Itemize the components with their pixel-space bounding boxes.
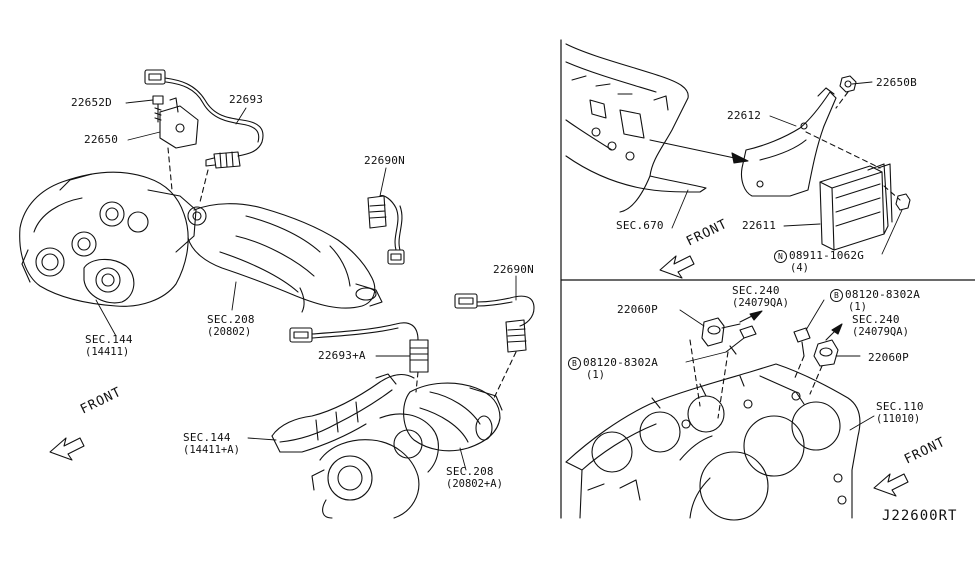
label-bolt-08120-a-qty: (1) bbox=[586, 369, 605, 381]
bolt-08911-text: 08911-1062G bbox=[789, 249, 865, 262]
label-sec240-a-sub: (24079QA) bbox=[732, 297, 789, 309]
label-22612: 22612 bbox=[727, 109, 762, 122]
label-sec240-b-sub: (24079QA) bbox=[852, 326, 909, 338]
label-sec670: SEC.670 bbox=[616, 219, 664, 232]
catalyst-sec208-a bbox=[187, 203, 383, 313]
label-sec240-a: SEC.240 bbox=[732, 284, 780, 297]
turbocharger-b bbox=[311, 413, 439, 519]
ecm-22611 bbox=[819, 163, 893, 251]
label-sec144-sub: (14411) bbox=[85, 346, 130, 358]
label-22690n-top: 22690N bbox=[364, 154, 405, 167]
knock-sensor-22060p-b bbox=[813, 339, 839, 367]
b-marker-icon-top: B bbox=[830, 289, 843, 302]
sensor-22690n-a bbox=[367, 195, 405, 265]
label-22650b: 22650B bbox=[876, 76, 917, 89]
manifold-sec144-b bbox=[271, 373, 415, 453]
bracket-22612 bbox=[740, 87, 837, 197]
knock-sensor-22060p-a bbox=[701, 317, 741, 347]
label-22650: 22650 bbox=[84, 133, 119, 146]
leader-lines-top-right bbox=[671, 81, 903, 255]
label-bolt-08120-b-qty: (1) bbox=[848, 301, 867, 313]
label-22693a: 22693+A bbox=[318, 349, 366, 362]
bolt-08120-a bbox=[725, 325, 757, 355]
label-sec208-b: SEC.208 bbox=[446, 465, 494, 478]
label-sec208: SEC.208 bbox=[207, 313, 255, 326]
label-22693: 22693 bbox=[229, 93, 264, 106]
cylinder-block-sec110 bbox=[565, 363, 861, 521]
dashed-leaders-bottom-right bbox=[689, 339, 823, 419]
diagram-code: J22600RT bbox=[882, 508, 958, 524]
label-22652d: 22652D bbox=[71, 96, 112, 109]
b-marker-icon-bottom: B bbox=[568, 357, 581, 370]
bolt-08911 bbox=[895, 193, 911, 211]
sensor-22690n-b bbox=[454, 293, 535, 353]
front-arrow-icons bbox=[49, 255, 909, 497]
label-sec208-sub: (20802) bbox=[207, 326, 252, 338]
body-panel-sec670 bbox=[565, 43, 707, 213]
sensor-22693-assembly bbox=[144, 69, 264, 169]
label-sec110-sub: (11010) bbox=[876, 413, 921, 425]
bracket-22650 bbox=[152, 95, 199, 149]
dashed-leaders-top-right bbox=[805, 91, 901, 201]
n-marker-icon: N bbox=[774, 250, 787, 263]
dashed-leaders-top-left bbox=[167, 147, 209, 203]
nut-22650b bbox=[839, 75, 857, 93]
leader-lines-bottom-right bbox=[679, 299, 875, 431]
label-sec144-b: SEC.144 bbox=[183, 431, 231, 444]
label-sec110: SEC.110 bbox=[876, 400, 924, 413]
bolt-08120-b-text: 08120-8302A bbox=[845, 288, 921, 301]
label-sec208-b-sub: (20802+A) bbox=[446, 478, 503, 490]
label-22611: 22611 bbox=[742, 219, 777, 232]
label-sec144: SEC.144 bbox=[85, 333, 133, 346]
ecm-arrow bbox=[649, 139, 749, 164]
leader-lines-bottom-left bbox=[247, 275, 517, 471]
label-22690n-bottom: 22690N bbox=[493, 263, 534, 276]
arrow-sec240-b bbox=[825, 323, 843, 341]
catalyst-sec208-b bbox=[403, 382, 503, 452]
turbocharger-sec144 bbox=[19, 171, 207, 307]
label-bolt-08911-qty: (4) bbox=[790, 262, 809, 274]
label-sec240-b: SEC.240 bbox=[852, 313, 900, 326]
label-sec144-b-sub: (14411+A) bbox=[183, 444, 240, 456]
bolt-08120-a-text: 08120-8302A bbox=[583, 356, 659, 369]
label-22060p-a: 22060P bbox=[617, 303, 658, 316]
arrow-sec240-a bbox=[739, 310, 763, 323]
leader-lines-top-left bbox=[95, 99, 387, 337]
sensor-22693a bbox=[289, 322, 429, 373]
dashed-leaders-bottom-left bbox=[415, 351, 517, 399]
label-22060p-b: 22060P bbox=[868, 351, 909, 364]
panel-dividers bbox=[560, 39, 975, 519]
bolt-08120-b bbox=[793, 327, 811, 357]
